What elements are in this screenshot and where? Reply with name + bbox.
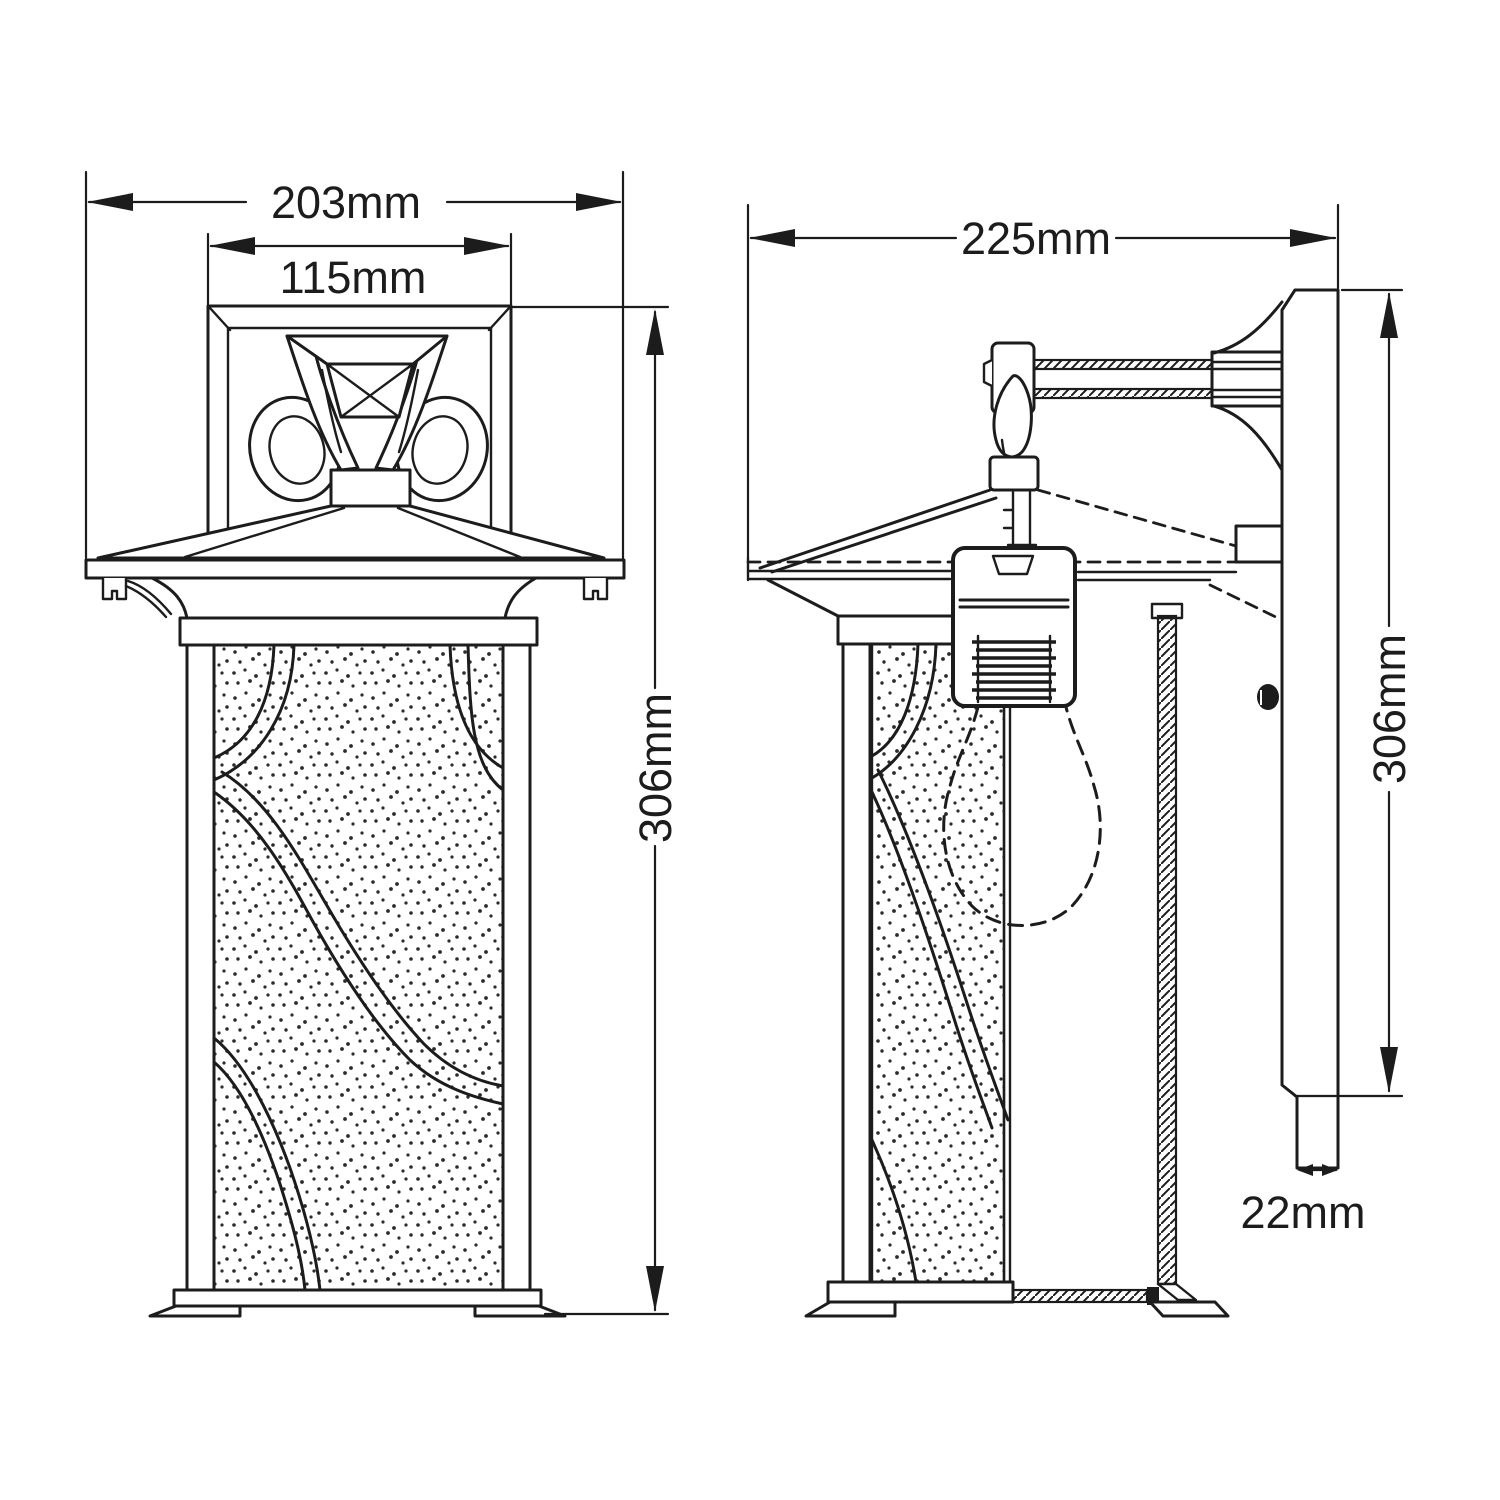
collar-front — [766, 578, 840, 618]
left-foot — [148, 1304, 242, 1318]
arrow-down-icon — [1380, 1047, 1398, 1093]
bracket-nut — [982, 358, 993, 388]
backplate-width-label: 115mm — [280, 252, 427, 303]
overall-depth-label: 225mm — [961, 213, 1111, 264]
right-hook-bracket — [582, 578, 609, 601]
backplate-width-dimension: 115mm — [206, 232, 513, 308]
wall-plate — [1280, 288, 1340, 1170]
collar — [150, 576, 538, 620]
mounting-arm — [982, 300, 1284, 492]
right-foot — [473, 1304, 567, 1318]
arrow-up-icon — [646, 309, 664, 355]
left-post — [185, 643, 216, 1292]
threaded-rod — [1030, 358, 1219, 371]
front-foot — [804, 1300, 897, 1318]
roof-section — [758, 488, 1284, 574]
base — [148, 1288, 567, 1318]
overall-width-label: 203mm — [271, 177, 421, 228]
finial-face — [325, 362, 415, 419]
left-hook-bracket — [101, 578, 128, 601]
screw-head — [1257, 684, 1279, 710]
glass-panel — [212, 643, 505, 1292]
rear-foot — [1148, 1300, 1230, 1318]
retaining-rod — [1150, 602, 1198, 1302]
front-view — [84, 304, 626, 1318]
wallplate-height-label: 306mm — [1364, 634, 1415, 784]
arrow-left-icon — [87, 193, 133, 211]
socket-threads — [972, 640, 1056, 700]
vent-stack — [1002, 490, 1038, 547]
overall-height-label: 306mm — [630, 693, 681, 843]
arrow-right-icon — [576, 193, 622, 211]
arrow-right-icon — [1322, 1164, 1338, 1176]
light-bulb — [942, 705, 1102, 927]
finial-left-wing — [285, 334, 360, 472]
arrow-up-icon — [1380, 292, 1398, 338]
finial-pedestal — [329, 468, 412, 508]
plate-thickness-dimension: 22mm — [1240, 1164, 1366, 1238]
front-width-dimension: 203mm — [84, 170, 625, 560]
rear-roof-bracket — [1234, 524, 1284, 564]
decorative-branches — [212, 643, 505, 1292]
lamp-socket — [951, 546, 1077, 708]
bottom-threaded-rod — [1011, 1288, 1149, 1304]
front-post — [841, 642, 872, 1292]
right-post — [501, 643, 532, 1292]
side-height-dimension: 306mm — [1293, 288, 1415, 1098]
arrow-right-icon — [1290, 229, 1336, 247]
glass-panel-section — [870, 642, 1006, 1284]
finial-stem — [988, 455, 1040, 492]
base-section — [804, 1280, 1230, 1318]
arrow-left-icon — [1297, 1164, 1313, 1176]
arrow-down-icon — [646, 1266, 664, 1312]
scroll-detail — [124, 579, 173, 619]
arrow-right-icon — [464, 237, 510, 255]
front-height-dimension: 306mm — [509, 305, 681, 1316]
depth-dimension: 225mm — [746, 203, 1340, 560]
top-band — [178, 616, 539, 647]
roof — [96, 504, 606, 560]
threaded-rod — [1030, 387, 1219, 400]
finial-ornament — [248, 334, 489, 508]
decorative-branches — [870, 642, 1010, 1284]
wallplate-thickness-label: 22mm — [1240, 1187, 1365, 1238]
side-view — [746, 288, 1340, 1318]
eave-board — [84, 558, 626, 580]
arrow-left-icon — [209, 237, 255, 255]
scroll-drop — [992, 374, 1033, 459]
arrow-left-icon — [749, 229, 795, 247]
